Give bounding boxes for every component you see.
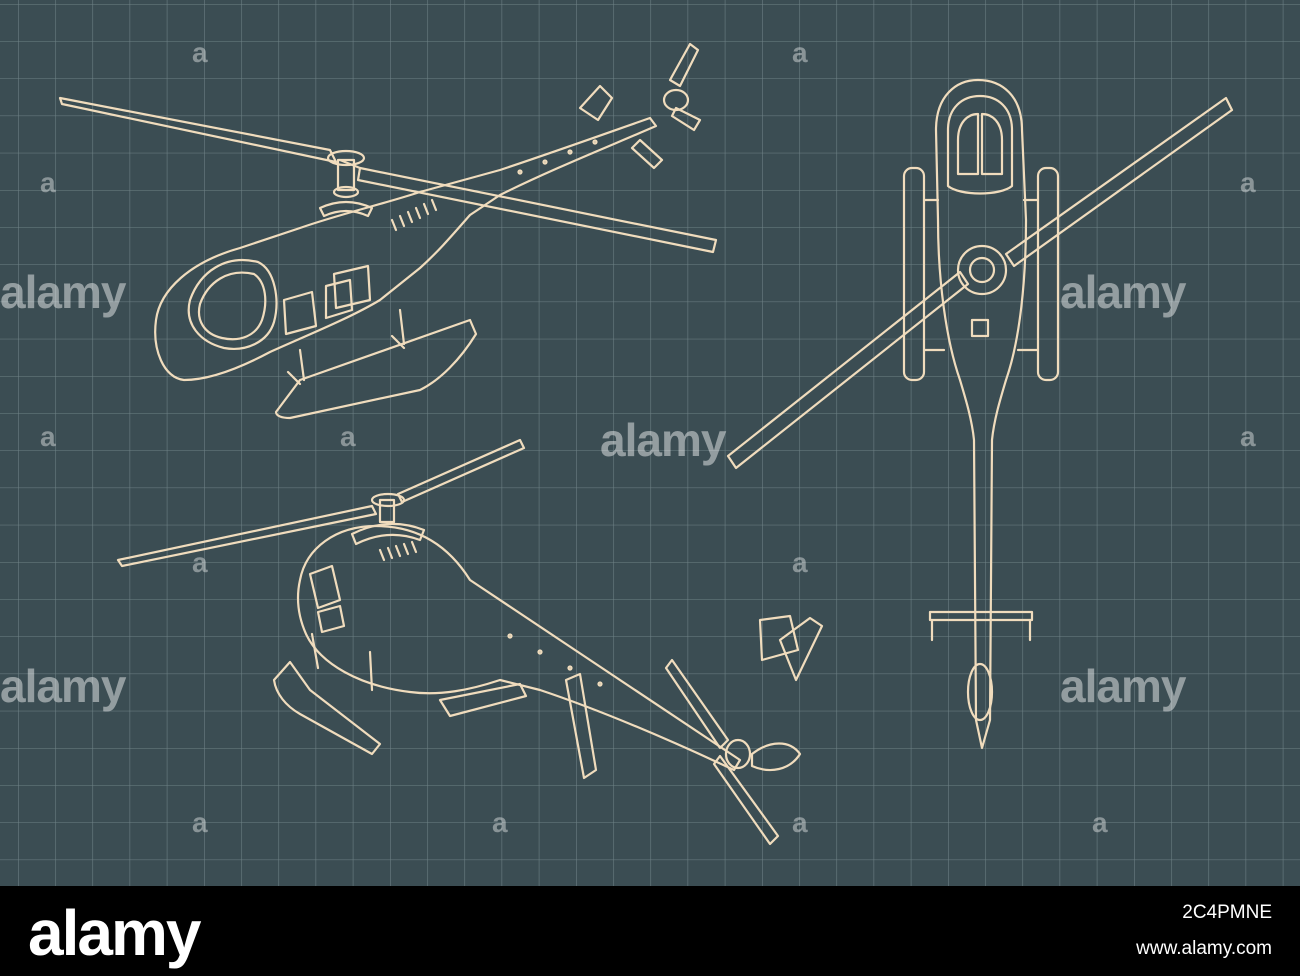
- alamy-logo: alamy: [28, 897, 201, 969]
- footer-bar: alamy 2C4PMNE www.alamy.com: [0, 886, 1300, 976]
- watermark-mark: a: [792, 37, 808, 68]
- watermark-mark: a: [792, 807, 808, 838]
- watermark-layer: alamy alamy alamy alamy alamy a a a a a …: [0, 37, 1256, 838]
- watermark-left-lower: alamy: [0, 660, 127, 712]
- watermark-mark: a: [340, 421, 356, 452]
- watermark-mark: a: [792, 547, 808, 578]
- helicopter-front-perspective: [58, 42, 718, 420]
- watermark-right-lower: alamy: [1060, 660, 1187, 712]
- watermark-mark: a: [1092, 807, 1108, 838]
- watermark-mark: a: [40, 167, 56, 198]
- footer-info: 2C4PMNE www.alamy.com: [1136, 902, 1272, 960]
- watermark-mark: a: [40, 421, 56, 452]
- watermark-mark: a: [1240, 167, 1256, 198]
- watermark-center: alamy: [600, 414, 727, 466]
- watermark-mark: a: [492, 807, 508, 838]
- watermark-mark: a: [192, 807, 208, 838]
- image-id: 2C4PMNE: [1182, 902, 1272, 923]
- watermark-right-upper: alamy: [1060, 266, 1187, 318]
- helicopter-top-view: [726, 78, 1234, 750]
- watermark-mark: a: [192, 547, 208, 578]
- helicopter-rear-perspective: [116, 438, 824, 846]
- watermark-mark: a: [1240, 421, 1256, 452]
- blueprint-canvas: alamy alamy alamy alamy alamy a a a a a …: [0, 0, 1300, 886]
- watermark-mark: a: [192, 37, 208, 68]
- site-url: www.alamy.com: [1136, 938, 1272, 959]
- watermark-left-upper: alamy: [0, 266, 127, 318]
